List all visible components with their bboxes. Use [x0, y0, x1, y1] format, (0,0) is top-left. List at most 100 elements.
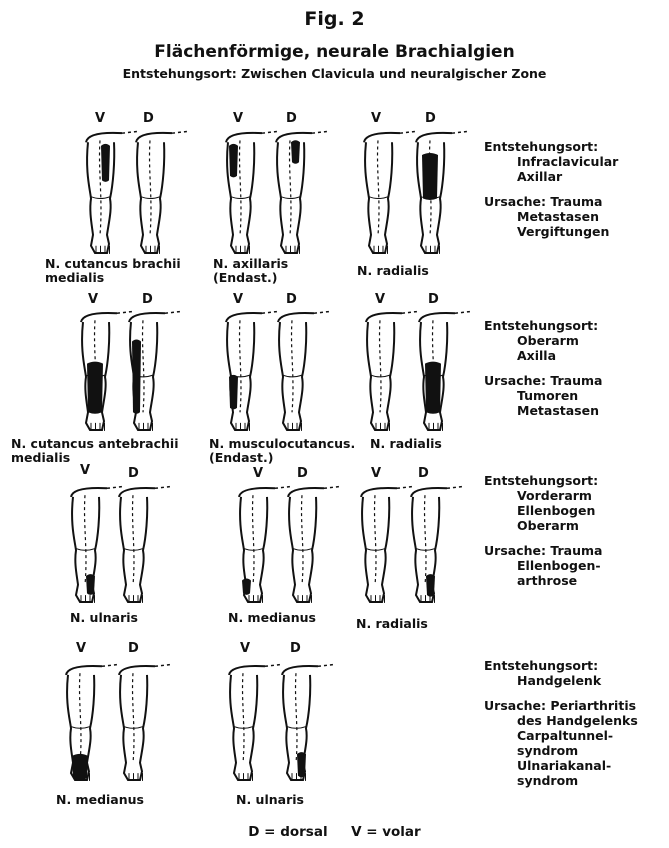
cause-item: Metastasen	[484, 403, 602, 418]
view-label-dorsal: D	[418, 466, 429, 481]
arm-volar	[364, 131, 416, 254]
cause-item: Vergiftungen	[484, 224, 618, 239]
nerve-label-line: N. cutancus brachii	[45, 257, 181, 271]
view-label-volar: V	[95, 111, 105, 126]
cause-heading: Ursache: Trauma	[484, 373, 602, 388]
view-label-dorsal: D	[286, 111, 297, 126]
info-block: Entstehungsort: Handgelenk Ursache: Peri…	[484, 658, 638, 788]
arm-volar	[361, 487, 413, 603]
arm-dorsal	[119, 665, 171, 781]
nerve-label-line: N. radialis	[370, 437, 442, 451]
arm-volar	[226, 131, 278, 254]
nerve-label-line: N. medianus	[228, 611, 316, 625]
arm-volar	[239, 487, 291, 603]
arm-dorsal	[282, 665, 334, 781]
cause-heading: Ursache: Trauma	[484, 543, 602, 558]
view-label-volar: V	[240, 641, 250, 656]
nerve-label: N. axillaris (Endast.)	[213, 257, 288, 285]
view-label-volar: V	[233, 111, 243, 126]
view-label-dorsal: D	[286, 292, 297, 307]
origin-item: Oberarm	[484, 518, 602, 533]
arm-volar	[226, 311, 278, 430]
view-label-dorsal: D	[425, 111, 436, 126]
cause-item: des Handgelenks	[484, 713, 638, 728]
arm-dorsal	[129, 311, 181, 430]
legend: D = dorsal V = volar	[0, 824, 669, 840]
origin-heading: Entstehungsort:	[484, 658, 638, 673]
nerve-label: N. medianus	[228, 611, 316, 625]
arm-dorsal	[278, 311, 330, 430]
view-label-volar: V	[371, 111, 381, 126]
arm-dorsal	[119, 487, 171, 603]
nerve-label: N. radialis	[356, 617, 428, 631]
arm-volar	[71, 487, 123, 603]
origin-item: Infraclavicular	[484, 154, 618, 169]
arm-volar	[66, 665, 118, 781]
origin-item: Vorderarm	[484, 488, 602, 503]
nerve-label-line: N. ulnaris	[236, 793, 304, 807]
cause-item: Ellenbogen-	[484, 558, 602, 573]
cause-item: Metastasen	[484, 209, 618, 224]
view-label-volar: V	[371, 466, 381, 481]
arm-dorsal	[416, 131, 468, 254]
arm-dorsal	[411, 487, 463, 603]
cause-heading: Ursache: Trauma	[484, 194, 618, 209]
info-block: Entstehungsort: Oberarm Axilla Ursache: …	[484, 318, 602, 418]
nerve-label-line: N. radialis	[356, 617, 428, 631]
arm-dorsal	[276, 131, 328, 254]
nerve-label-line: medialis	[45, 271, 181, 285]
view-label-volar: V	[80, 463, 90, 478]
nerve-label-line: N. ulnaris	[70, 611, 138, 625]
view-label-dorsal: D	[128, 466, 139, 481]
arm-volar	[366, 311, 418, 430]
view-label-volar: V	[88, 292, 98, 307]
view-label-volar: V	[233, 292, 243, 307]
arm-volar	[229, 665, 281, 781]
cause-item: Ulnariakanal-	[484, 758, 638, 773]
view-label-volar: V	[76, 641, 86, 656]
nerve-label: N. cutancus brachii medialis	[45, 257, 181, 285]
cause-item: Carpaltunnel-	[484, 728, 638, 743]
view-label-volar: V	[253, 466, 263, 481]
view-label-dorsal: D	[128, 641, 139, 656]
cause-item: Tumoren	[484, 388, 602, 403]
nerve-label: N. radialis	[357, 264, 429, 278]
view-label-dorsal: D	[143, 111, 154, 126]
nerve-label-line: (Endast.)	[209, 451, 355, 465]
nerve-label-line: medialis	[11, 451, 179, 465]
cause-item: syndrom	[484, 743, 638, 758]
origin-heading: Entstehungsort:	[484, 473, 602, 488]
view-label-volar: V	[375, 292, 385, 307]
nerve-label-line: N. medianus	[56, 793, 144, 807]
info-block: Entstehungsort: Infraclavicular Axillar …	[484, 139, 618, 239]
origin-item: Axilla	[484, 348, 602, 363]
nerve-label-line: N. cutancus antebrachii	[11, 437, 179, 451]
cause-item: arthrose	[484, 573, 602, 588]
origin-item: Oberarm	[484, 333, 602, 348]
nerve-label: N. radialis	[370, 437, 442, 451]
nerve-label: N. medianus	[56, 793, 144, 807]
view-label-dorsal: D	[142, 292, 153, 307]
nerve-label-line: N. axillaris	[213, 257, 288, 271]
origin-item: Axillar	[484, 169, 618, 184]
nerve-label: N. ulnaris	[70, 611, 138, 625]
arm-volar	[81, 311, 133, 430]
nerve-label: N. cutancus antebrachii medialis	[11, 437, 179, 465]
origin-item: Handgelenk	[484, 673, 638, 688]
view-label-dorsal: D	[290, 641, 301, 656]
origin-item: Ellenbogen	[484, 503, 602, 518]
arm-dorsal	[288, 487, 340, 603]
origin-heading: Entstehungsort:	[484, 139, 618, 154]
nerve-label-line: N. musculocutancus.	[209, 437, 355, 451]
nerve-label: N. musculocutancus. (Endast.)	[209, 437, 355, 465]
arm-volar	[86, 131, 138, 254]
cause-heading: Ursache: Periarthritis	[484, 698, 638, 713]
arm-dorsal	[419, 311, 471, 430]
nerve-label-line: (Endast.)	[213, 271, 288, 285]
cause-item: syndrom	[484, 773, 638, 788]
origin-heading: Entstehungsort:	[484, 318, 602, 333]
arm-dorsal	[136, 131, 188, 254]
info-block: Entstehungsort: Vorderarm Ellenbogen Obe…	[484, 473, 602, 588]
nerve-label-line: N. radialis	[357, 264, 429, 278]
nerve-label: N. ulnaris	[236, 793, 304, 807]
